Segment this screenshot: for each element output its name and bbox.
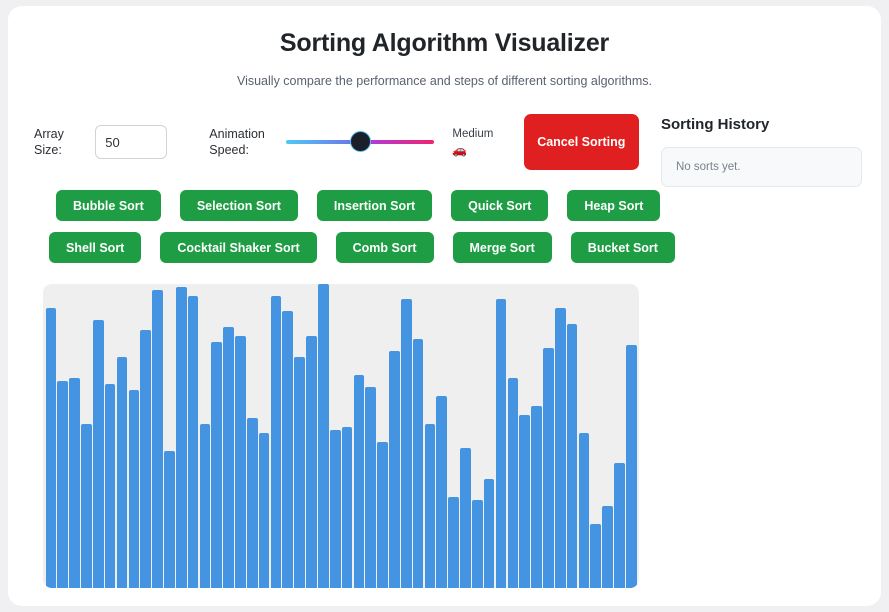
array-size-label: Array Size: <box>34 127 64 157</box>
algorithm-button-heap-sort[interactable]: Heap Sort <box>567 190 661 221</box>
array-bar <box>104 384 116 588</box>
algorithm-button-bucket-sort[interactable]: Bucket Sort <box>570 232 675 263</box>
array-size-input[interactable] <box>95 125 168 159</box>
array-bar <box>625 344 637 588</box>
array-bar <box>306 335 317 588</box>
array-bar <box>199 423 211 588</box>
page-subtitle: Visually compare the performance and ste… <box>236 74 653 88</box>
array-bar <box>258 432 270 588</box>
algorithm-button-insertion-sort[interactable]: Insertion Sort <box>316 190 433 221</box>
algorithm-button-row-2: Shell Sort Cocktail Shaker Sort Comb Sor… <box>49 232 675 263</box>
array-bar <box>436 396 448 588</box>
array-bar <box>211 341 223 588</box>
algorithm-button-selection-sort[interactable]: Selection Sort <box>179 190 298 221</box>
algorithm-button-row-1: Bubble Sort Selection Sort Insertion Sor… <box>56 190 661 221</box>
array-bar <box>294 356 305 588</box>
array-bar <box>318 284 329 588</box>
array-bar <box>57 381 69 588</box>
array-bar <box>140 329 151 588</box>
array-bar <box>69 378 80 588</box>
array-bar <box>92 320 104 588</box>
array-bar <box>128 390 140 588</box>
algorithm-button-cocktail-shaker-sort[interactable]: Cocktail Shaker Sort <box>160 232 317 263</box>
car-emoji-icon: 🚗 <box>452 142 468 157</box>
array-bar <box>175 287 187 588</box>
sorting-history-title: Sorting History <box>661 116 770 133</box>
array-bar <box>400 299 412 588</box>
array-bar <box>602 505 613 588</box>
algorithm-button-bubble-sort[interactable]: Bubble Sort <box>56 190 161 221</box>
array-bar <box>282 311 294 588</box>
array-bar <box>554 308 566 588</box>
array-bar <box>187 296 199 588</box>
cancel-sorting-button[interactable]: Cancel Sorting <box>523 114 639 170</box>
array-bar <box>246 417 258 588</box>
array-bar <box>389 350 400 588</box>
sorting-history-empty-message: No sorts yet. <box>676 161 741 173</box>
array-bar <box>81 423 92 588</box>
array-bar <box>365 387 377 588</box>
algorithm-button-quick-sort[interactable]: Quick Sort <box>451 190 549 221</box>
algorithm-button-merge-sort[interactable]: Merge Sort <box>452 232 552 263</box>
array-bar <box>164 451 175 588</box>
animation-speed-slider[interactable] <box>286 131 435 153</box>
array-bar <box>519 414 530 588</box>
array-bar <box>448 496 459 588</box>
array-bar <box>353 375 365 588</box>
array-bar <box>116 356 128 588</box>
array-bar <box>543 347 554 588</box>
array-bar <box>235 335 246 588</box>
array-bar <box>483 478 495 588</box>
slider-thumb[interactable] <box>349 131 371 152</box>
array-bar <box>495 299 507 588</box>
array-bar <box>531 405 542 588</box>
array-bar <box>45 308 57 588</box>
sorting-history-panel: Sorting History No sorts yet. <box>661 116 864 187</box>
controls-bar: Array Size: Animation Speed: Medium 🚗 Ca… <box>34 109 639 175</box>
algorithm-button-shell-sort[interactable]: Shell Sort <box>49 232 142 263</box>
array-bar <box>329 429 341 588</box>
array-bar <box>270 296 282 588</box>
array-bar <box>424 423 436 588</box>
array-bar <box>590 524 602 588</box>
algorithm-buttons: Bubble Sort Selection Sort Insertion Sor… <box>49 190 675 274</box>
array-bar <box>223 326 234 588</box>
array-bar <box>471 499 483 588</box>
array-bar <box>578 432 590 588</box>
array-bar-chart <box>43 284 639 588</box>
array-bar <box>460 448 471 588</box>
speed-value-label: Medium <box>452 127 494 140</box>
page-title: Sorting Algorithm Visualizer <box>279 29 610 57</box>
array-bar <box>412 338 424 588</box>
array-bar <box>614 463 625 588</box>
array-bar <box>507 378 519 588</box>
algorithm-button-comb-sort[interactable]: Comb Sort <box>335 232 434 263</box>
sorting-history-list: No sorts yet. <box>661 147 862 187</box>
speed-readout: Medium 🚗 <box>452 128 509 157</box>
animation-speed-label: Animation Speed: <box>209 127 265 157</box>
array-bar <box>566 323 578 588</box>
array-bar <box>152 290 163 588</box>
array-bar <box>341 426 353 588</box>
array-bar <box>377 442 388 588</box>
app-card: Sorting Algorithm Visualizer Visually co… <box>8 6 881 606</box>
